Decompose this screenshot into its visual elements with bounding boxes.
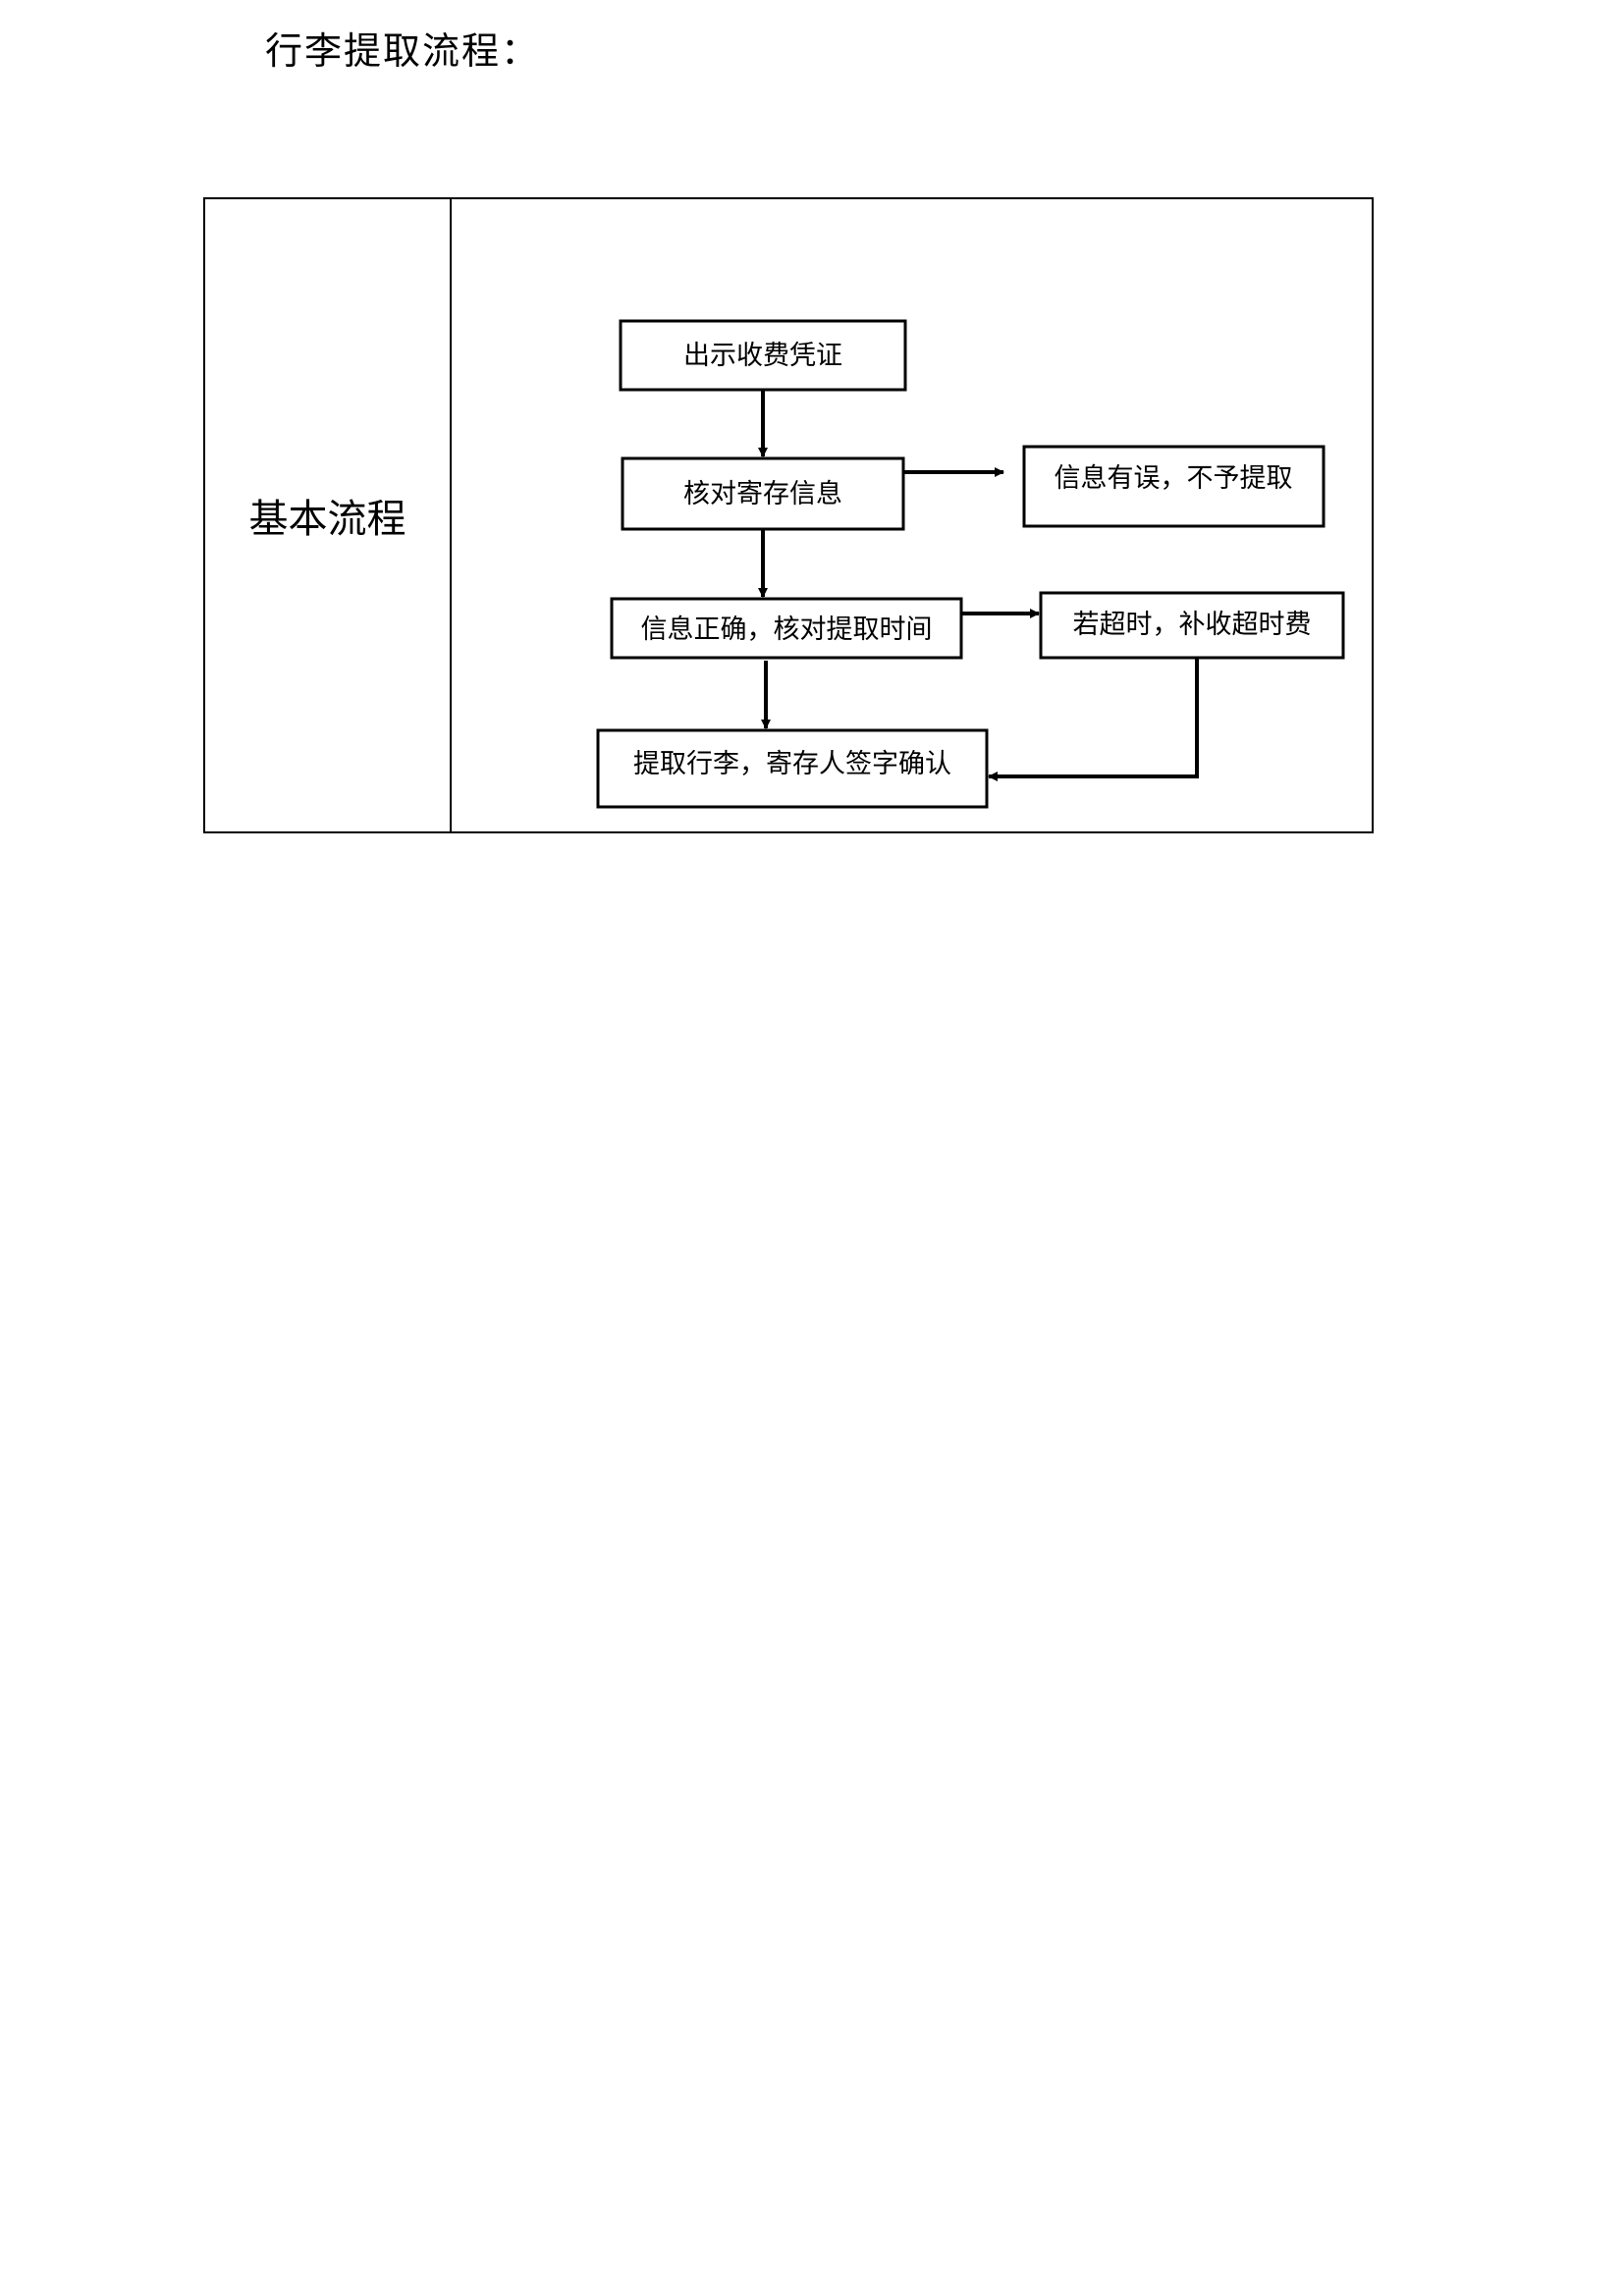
node-check-time-label: 信息正确，核对提取时间 <box>641 614 933 645</box>
node-show-receipt-label: 出示收费凭证 <box>683 341 842 371</box>
node-show-receipt: 出示收费凭证 <box>619 319 907 392</box>
node-pickup-sign-label: 提取行李，寄存人签字确认 <box>633 749 951 779</box>
flow-title: 行李提取流程： <box>265 29 541 73</box>
node-info-error-label: 信息有误，不予提取 <box>1055 463 1293 494</box>
arrow-overtime-to-pickup <box>988 658 1199 781</box>
node-overtime-fee: 若超时，补收超时费 <box>1039 591 1345 660</box>
node-check-time: 信息正确，核对提取时间 <box>610 597 963 660</box>
procedure-table: 基本流程 <box>203 197 1374 833</box>
row-label: 基本流程 <box>248 497 406 542</box>
node-verify-info-label: 核对寄存信息 <box>683 479 842 509</box>
node-pickup-sign: 提取行李，寄存人签字确认 <box>596 728 989 809</box>
node-verify-info: 核对寄存信息 <box>621 456 905 531</box>
row-label-cell: 基本流程 <box>205 199 452 831</box>
node-info-error: 信息有误，不予提取 <box>1022 445 1326 528</box>
node-overtime-fee-label: 若超时，补收超时费 <box>1073 610 1312 640</box>
